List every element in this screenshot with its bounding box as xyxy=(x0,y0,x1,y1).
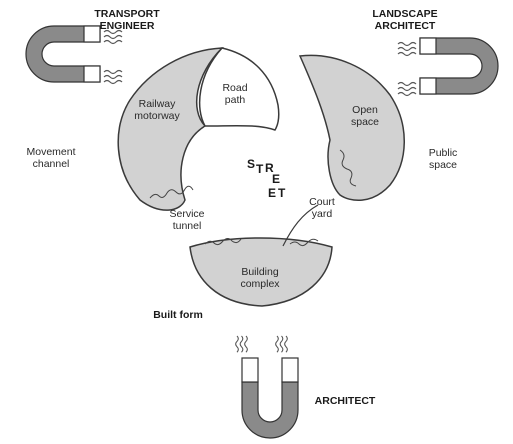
transport-magnet-icon xyxy=(26,26,122,84)
street-letter-t2: T xyxy=(278,186,285,200)
transport-engineer-label: TRANSPORT ENGINEER xyxy=(82,8,172,32)
public-space-label: Public space xyxy=(418,147,468,171)
architect-magnet-icon xyxy=(236,336,298,438)
street-letter-s: S xyxy=(247,157,255,171)
built-form-label: Built form xyxy=(143,309,213,321)
court-yard-label: Court yard xyxy=(302,196,342,220)
street-letter-e2: E xyxy=(268,186,276,200)
open-space-label: Open space xyxy=(345,104,385,128)
building-complex-label: Building complex xyxy=(228,266,292,290)
movement-channel-label: Movement channel xyxy=(16,146,86,170)
landscape-architect-label: LANDSCAPE ARCHITECT xyxy=(360,8,450,32)
architect-label: ARCHITECT xyxy=(310,395,380,407)
railway-motorway-label: Railway motorway xyxy=(127,98,187,122)
service-tunnel-label: Service tunnel xyxy=(162,208,212,232)
street-letter-e1: E xyxy=(272,172,280,186)
landscape-magnet-icon xyxy=(398,38,498,96)
street-letter-t: T xyxy=(256,162,263,176)
road-path-label: Road path xyxy=(215,82,255,106)
